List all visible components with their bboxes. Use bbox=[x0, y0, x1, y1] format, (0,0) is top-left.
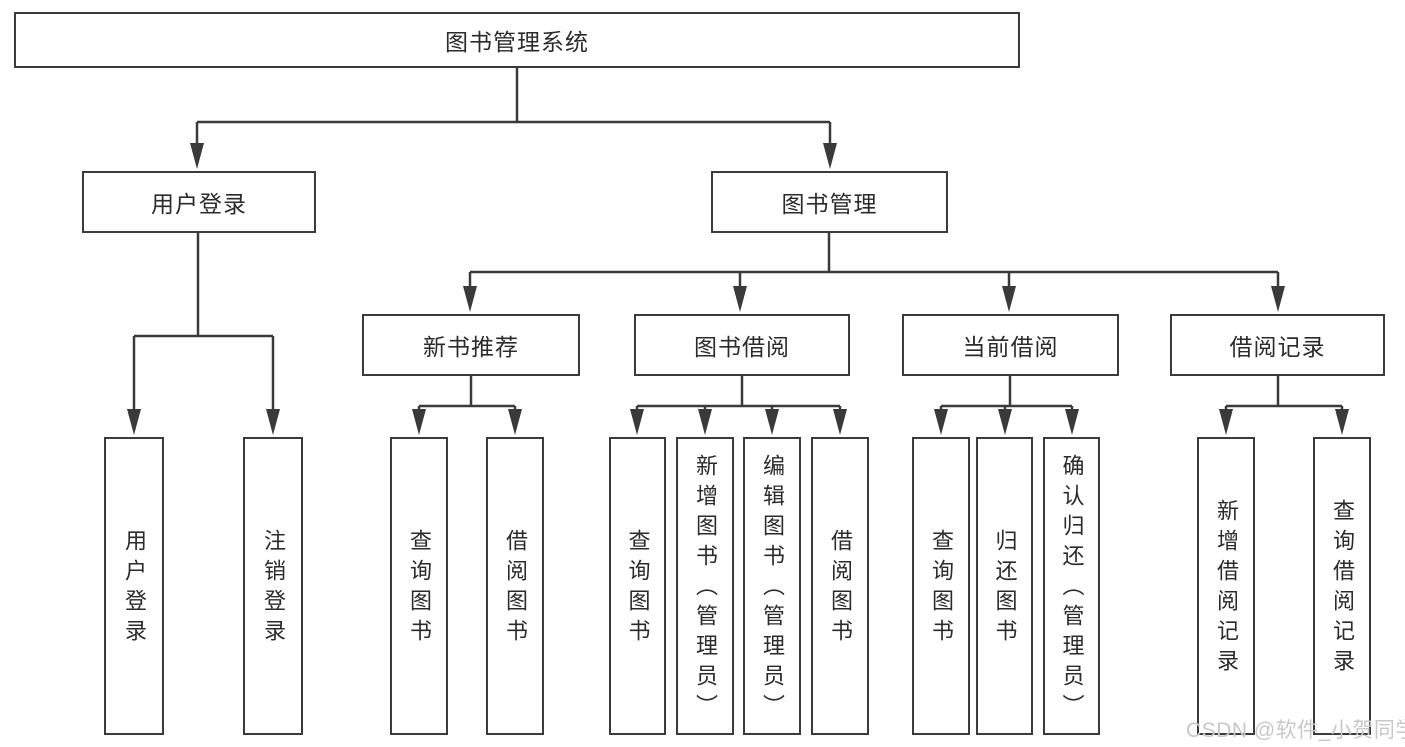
node-book-management: 图书管理 bbox=[711, 171, 948, 233]
node-borrow-records: 借阅记录 bbox=[1170, 314, 1385, 376]
node-book-borrow: 图书借阅 bbox=[634, 314, 850, 376]
node-leaf-edit-books-admin: 编辑图书（管理员） bbox=[743, 437, 801, 735]
node-leaf-query-borrow-record: 查询借阅记录 bbox=[1313, 437, 1371, 735]
node-leaf-borrow-books-recommend: 借阅图书 bbox=[486, 437, 544, 735]
node-user-login: 用户登录 bbox=[82, 171, 316, 233]
node-leaf-add-borrow-record: 新增借阅记录 bbox=[1197, 437, 1255, 735]
node-leaf-borrow-books: 借阅图书 bbox=[811, 437, 869, 735]
node-leaf-confirm-return-admin: 确认归还（管理员） bbox=[1043, 437, 1100, 735]
watermark: CSDN @软件_小贺同学 bbox=[1186, 719, 1405, 742]
node-leaf-user-login: 用户登录 bbox=[104, 437, 164, 735]
node-leaf-return-books: 归还图书 bbox=[976, 437, 1033, 735]
node-leaf-add-books-admin: 新增图书（管理员） bbox=[676, 437, 734, 735]
node-leaf-query-books-recommend: 查询图书 bbox=[390, 437, 448, 735]
node-leaf-query-books-borrow: 查询图书 bbox=[609, 437, 666, 735]
node-root: 图书管理系统 bbox=[14, 12, 1020, 68]
node-current-borrow: 当前借阅 bbox=[902, 314, 1119, 376]
node-leaf-logout: 注销登录 bbox=[243, 437, 303, 735]
node-leaf-query-books-current: 查询图书 bbox=[912, 437, 970, 735]
node-new-book-recommend: 新书推荐 bbox=[362, 314, 580, 376]
